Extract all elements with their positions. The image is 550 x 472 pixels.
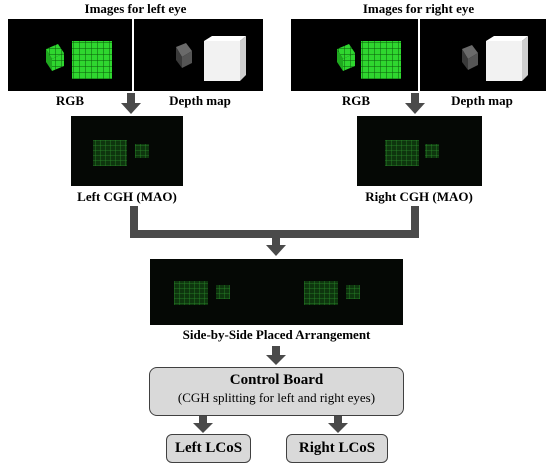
right-rgb-cubes	[337, 41, 401, 79]
right-depth-cubes	[462, 36, 528, 81]
right-cgh-hologram	[385, 140, 439, 166]
right-depth-image	[420, 19, 546, 91]
left-cgh-image	[71, 116, 183, 186]
right-lcos-arrow	[328, 416, 348, 433]
control-board-box: Control Board (CGH splitting for left an…	[149, 367, 404, 416]
right-depth-label: Depth map	[451, 93, 513, 108]
left-depth-image	[134, 19, 263, 91]
left-rgb-cubes	[46, 41, 112, 79]
left-depth-cubes	[176, 36, 246, 81]
left-down-arrow	[121, 93, 141, 114]
left-cgh-hologram	[93, 140, 149, 166]
left-eye-header: Images for left eye	[84, 1, 187, 16]
right-cgh-label: Right CGH (MAO)	[365, 189, 473, 204]
left-cgh-label: Left CGH (MAO)	[77, 189, 177, 204]
right-cgh-image	[357, 116, 482, 186]
right-lcos-box: Right LCoS	[286, 434, 388, 463]
left-lcos-arrow	[193, 416, 213, 433]
arrangement-label: Side-by-Side Placed Arrangement	[182, 327, 371, 342]
right-rgb-image	[291, 19, 418, 91]
arrangement-down-arrow	[266, 346, 286, 365]
control-board-subtitle: (CGH splitting for left and right eyes)	[177, 390, 376, 405]
right-down-arrow	[405, 93, 425, 114]
side-by-side-hologram	[174, 281, 360, 305]
side-by-side-image	[150, 259, 403, 325]
control-board-title: Control Board	[229, 372, 324, 388]
right-eye-header: Images for right eye	[362, 1, 475, 16]
right-rgb-label: RGB	[341, 93, 371, 108]
left-lcos-box: Left LCoS	[166, 434, 251, 463]
left-depth-label: Depth map	[169, 93, 231, 108]
left-rgb-image	[8, 19, 132, 91]
left-rgb-label: RGB	[55, 93, 85, 108]
